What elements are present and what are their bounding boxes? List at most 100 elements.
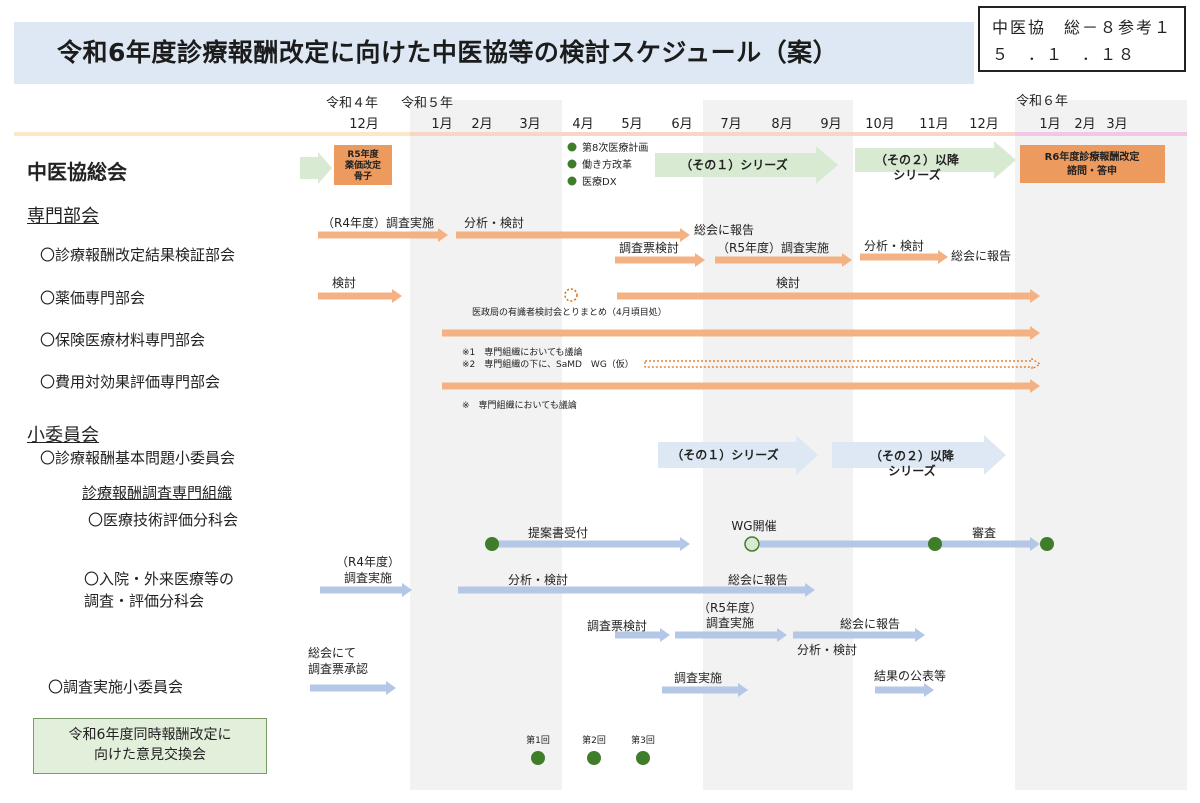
era-label-r5: 令和５年 (401, 96, 453, 111)
yakka-milestone-dot (564, 288, 578, 302)
gijutsu-arrow-2 (760, 537, 1040, 551)
gijutsu-dot-3 (1040, 537, 1054, 551)
row-hiyou: 〇費用対効果評価専門部会 (40, 373, 221, 391)
general-series2-arrow (855, 141, 1016, 179)
month-label-16: 3月 (1106, 117, 1127, 132)
general-series1-label: （その１）シリーズ (680, 157, 787, 172)
jisshi-arrow-3 (875, 683, 934, 697)
month-label-9: 8月 (771, 117, 792, 132)
month-label-5: 4月 (572, 117, 593, 132)
gijutsu-label-1: 提案書受付 (528, 525, 588, 540)
general-intro-arrow (300, 152, 332, 184)
row-jisshi: 〇調査実施小委員会 (48, 678, 184, 696)
jisshi-arrow-1 (310, 681, 396, 695)
kensho-arrow-survey (615, 253, 705, 267)
nyuin-arrow-r4 (320, 583, 412, 597)
kensho-label-report2: 総会に報告 (951, 249, 1011, 263)
hiyou-note: ※ 専門組織においても議論 (462, 399, 577, 411)
meeting-label-2: 第2回 (582, 734, 606, 746)
r5-yakka-box-label: R5年度薬価改定骨子 (345, 148, 382, 182)
kensho-label-analysis: 分析・検討 (464, 215, 524, 230)
yakka-note: 医政局の有識者検討会とりまとめ（4月頃目処） (472, 306, 667, 318)
kihon-series2-arrow (832, 435, 1006, 475)
yakka-arrow-2 (617, 289, 1040, 303)
timeline-band-r6 (1015, 132, 1187, 136)
kensho-arrow-r5 (715, 253, 852, 267)
nyuin-label-r4: （R4年度）調査実施 (336, 554, 400, 585)
era-label-r6: 令和６年 (1016, 94, 1068, 109)
yakka-arrow-1 (318, 289, 402, 303)
gijutsu-dot-1 (485, 537, 499, 551)
hoken-arrow (442, 326, 1040, 340)
row-hoken: 〇保険医療材料専門部会 (40, 331, 206, 349)
yakka-label-2: 検討 (776, 275, 800, 290)
reference-line-1: 中医協 総－８参考１ (992, 18, 1173, 37)
month-label-10: 9月 (820, 117, 841, 132)
kihon-series2-label: （その２）以降シリーズ (870, 448, 955, 478)
kensho-arrow-analysis (456, 228, 690, 242)
kihon-series1-arrow (658, 435, 818, 475)
kensho-label-analysis2: 分析・検討 (864, 238, 924, 253)
jisshi-label-survey: 調査実施 (674, 670, 722, 685)
hiyou-arrow (442, 379, 1040, 393)
section-small-committees: 小委員会 (27, 425, 99, 446)
nyuin-label-survey: 調査票検討 (587, 618, 647, 633)
kensho-arrow-r4 (318, 228, 448, 242)
title-bar (14, 22, 974, 84)
row-gijutsu: 〇医療技術評価分科会 (88, 511, 239, 529)
page-title: 令和6年度診療報酬改定に向けた中医協等の検討スケジュール（案） (57, 38, 839, 67)
month-label-12: 11月 (919, 117, 949, 132)
general-bullet-dot-3 (567, 176, 577, 186)
meeting-dot-2 (587, 751, 601, 765)
general-series2-label: （その２）以降シリーズ (875, 152, 960, 182)
month-label-4: 3月 (519, 117, 540, 132)
timeline-band-r4 (14, 132, 410, 136)
jisshi-label-approve: 総会にて調査票承認 (308, 646, 368, 676)
hoken-note-2: ※2 専門組織の下に、SaMD WG（仮） (462, 358, 634, 370)
meeting-dot-3 (636, 751, 650, 765)
row-kihon: 〇診療報酬基本問題小委員会 (40, 449, 236, 467)
gijutsu-arrow-1 (492, 537, 690, 551)
gijutsu-dot-wg (744, 536, 760, 552)
month-label-6: 5月 (621, 117, 642, 132)
kensho-label-r5: （R5年度）調査実施 (717, 240, 829, 255)
shade-r6 (1015, 100, 1187, 790)
nyuin-arrow-survey (615, 628, 670, 642)
month-label-7: 6月 (671, 117, 692, 132)
jisshi-label-publish: 結果の公表等 (874, 669, 946, 683)
general-bullet-2: 働き方改革 (582, 158, 632, 171)
general-series1-arrow (655, 146, 838, 184)
meeting-label-3: 第3回 (631, 734, 655, 746)
exchange-meeting-label: 令和6年度同時報酬改定に 向けた意見交換会 (68, 727, 232, 763)
general-bullet-3: 医療DX (582, 175, 617, 188)
row-kensho: 〇診療報酬改定結果検証部会 (40, 246, 236, 264)
jisshi-arrow-2 (662, 683, 748, 697)
r5-yakka-box (334, 145, 392, 185)
general-bullet-1: 第8次医療計画 (582, 141, 648, 154)
section-general-assembly: 中医協総会 (27, 160, 127, 184)
samd-wg-dashed-arrow (644, 357, 1042, 371)
gijutsu-label-wg: WG開催 (731, 519, 776, 533)
nyuin-arrow-analysis (458, 583, 815, 597)
month-label-2: 1月 (431, 117, 452, 132)
exchange-meeting-box: 令和6年度同時報酬改定に 向けた意見交換会 (33, 718, 267, 774)
month-label-15: 2月 (1074, 117, 1095, 132)
shade-q1 (410, 100, 562, 790)
nyuin-label-report1: 総会に報告 (728, 573, 788, 587)
row-yakka: 〇薬価専門部会 (40, 289, 146, 307)
section-subcommittees: 専門部会 (27, 206, 99, 227)
month-label-1: 12月 (349, 117, 379, 132)
reference-box: 中医協 総－８参考１ ５ ．１ ．１８ (978, 6, 1186, 72)
era-label-r4: 令和４年 (326, 96, 378, 111)
kensho-label-survey: 調査票検討 (619, 240, 679, 255)
general-bullet-dot-2 (567, 159, 577, 169)
hoken-note-1: ※1 専門組織においても議論 (462, 346, 583, 358)
month-label-13: 12月 (969, 117, 999, 132)
row-chousa-soshiki: 診療報酬調査専門組織 (82, 484, 233, 502)
nyuin-label-r5: （R5年度）調査実施 (698, 600, 762, 630)
month-label-3: 2月 (471, 117, 492, 132)
gijutsu-dot-2 (928, 537, 942, 551)
general-bullet-dot-1 (567, 142, 577, 152)
meeting-dot-1 (531, 751, 545, 765)
nyuin-label-report2: 総会に報告 (840, 617, 900, 631)
